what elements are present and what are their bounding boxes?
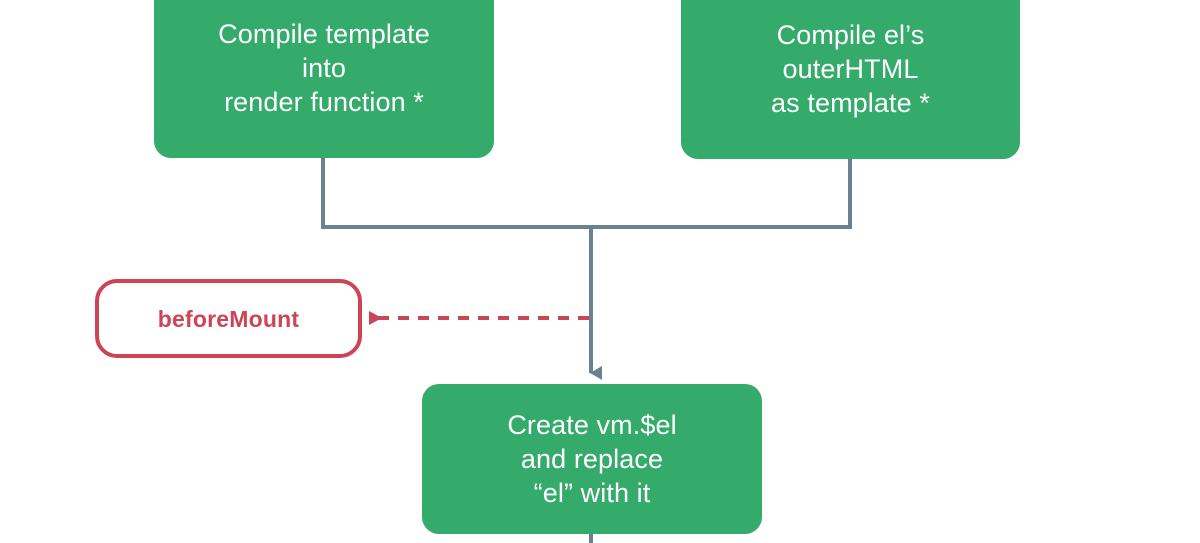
edge-merge-to-create-vmel xyxy=(321,157,852,380)
node-compile-template[interactable]: Compile template into render function * xyxy=(154,0,494,158)
node-create-vmel[interactable]: Create vm.$el and replace “el” with it xyxy=(422,384,762,534)
node-compile-template-label: Compile template into render function * xyxy=(218,19,430,117)
node-before-mount-label: beforeMount xyxy=(157,305,300,332)
node-compile-outerhtml[interactable]: Compile el’s outerHTML as template * xyxy=(681,0,1020,159)
node-before-mount[interactable]: beforeMount xyxy=(95,279,362,358)
node-create-vmel-label: Create vm.$el and replace “el” with it xyxy=(507,410,677,508)
node-compile-outerhtml-label: Compile el’s outerHTML as template * xyxy=(771,19,930,118)
